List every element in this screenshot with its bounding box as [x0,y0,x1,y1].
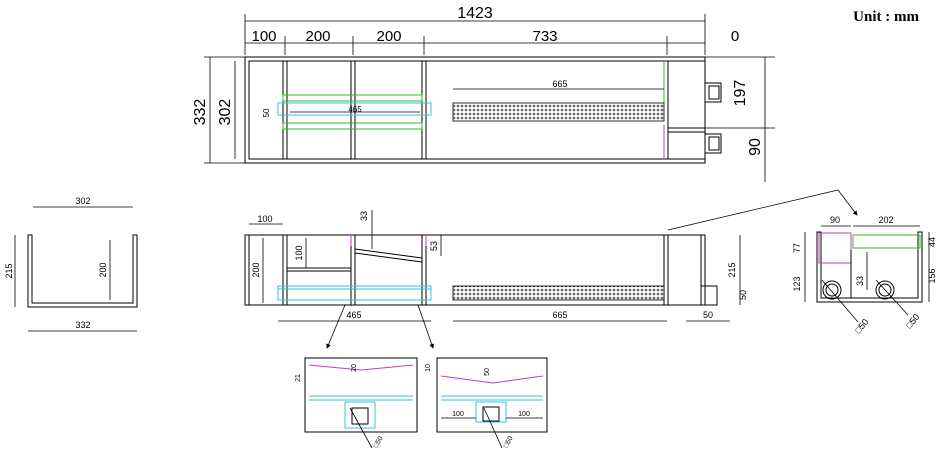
section-b-right-100: 100 [518,411,530,418]
side-slope-offset: 33 [359,211,369,221]
end-outer-height: 215 [4,263,14,278]
section-arrow-b [417,304,434,349]
section-b-outline [436,357,548,433]
detail-arrow [837,189,858,216]
side-chamber-height: 200 [251,262,261,277]
segment-1: 100 [251,28,276,45]
detail-44: 44 [927,237,937,247]
detail-33: 33 [855,276,865,286]
side-strainer-length: 665 [552,310,567,320]
pipe-circle-1 [822,280,842,300]
pipe-top-2 [282,122,423,130]
section-arrow-a [326,304,346,349]
end-bottom-width: 332 [75,320,90,330]
section-a-view: 21 20 □50 [295,357,418,449]
detail-77: 77 [792,243,802,253]
detail-156: 156 [927,268,937,283]
tank-outline-side [244,234,706,306]
right-dim-90: 90 [747,138,764,156]
pipe-center [277,102,432,116]
section-a-outline [304,357,418,433]
section-a-21: 21 [295,374,302,382]
segment-2: 200 [305,28,330,45]
pipe-side [277,285,432,301]
section-b-50: 50 [484,368,491,376]
overall-height-value: 332 [192,99,209,126]
side-outlet-width: 50 [703,310,713,320]
side-outer-height: 215 [727,262,737,277]
pipe-top-1 [282,94,423,102]
side-slope-right: 53 [429,241,439,251]
pipe-circle-2 [875,280,895,300]
detail-202: 202 [878,215,893,225]
section-b-left-100: 100 [452,411,464,418]
section-a-20: 20 [351,364,358,372]
strainer-top [452,102,665,122]
right-dim-197: 197 [732,80,749,107]
strainer-length-top: 665 [552,79,567,89]
end-top-width: 302 [75,196,90,206]
section-b-10: 10 [425,364,432,372]
inner-height-value: 302 [217,99,234,126]
detail-right-view: 90 202 77 123 33 44 156 □50 □50 [792,215,937,335]
detail-123: 123 [792,276,802,291]
end-view: 302 332 215 200 [4,196,138,332]
detail-pipe-2: □50 [904,312,922,330]
side-pipe-length: 465 [346,310,361,320]
pipe-width-label: 465 [348,105,362,114]
section-b-pipe: □50 [503,435,515,449]
segment-4: 733 [532,28,557,45]
segment-3: 200 [376,28,401,45]
side-weir-height: 100 [294,245,304,260]
outlet-nozzle-2 [704,133,722,154]
section-b-view: 10 50 100 100 □50 [425,357,548,449]
unit-label: Unit : mm [853,9,919,25]
segment-5: 0 [731,28,739,45]
detail-90: 90 [830,215,840,225]
end-inner-height: 200 [98,262,108,277]
section-a-pipe: □50 [373,435,385,449]
outlet-nozzle-1 [704,82,722,103]
overall-width-value: 1423 [457,5,493,22]
side-view: 100 200 100 33 53 465 665 215 50 50 [244,189,858,349]
side-outlet-height: 50 [738,290,748,300]
top-view: 1423 100 200 200 733 0 465 50 [192,5,775,182]
end-view-outline [27,234,138,308]
strainer-side [452,285,665,301]
pipe-height-label: 50 [262,108,271,117]
detail-outline [816,231,923,303]
side-first-chamber: 100 [257,214,272,224]
